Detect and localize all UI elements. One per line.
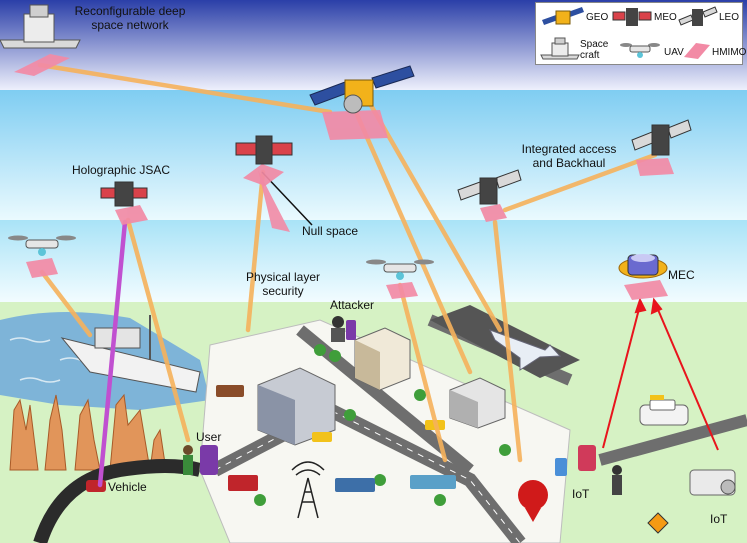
mec-server xyxy=(618,254,668,279)
label-attacker: Attacker xyxy=(330,298,375,312)
null-space-cone xyxy=(258,170,290,232)
label-physical-layer-security: Physical layer security xyxy=(245,270,321,298)
hmimo-surfaces xyxy=(14,54,674,300)
leo-satellites xyxy=(457,119,692,205)
legend-meo-label: MEO xyxy=(654,12,677,23)
label-null-space: Null space xyxy=(302,224,359,238)
legend-hmimo-icon xyxy=(684,43,710,59)
legend-geo-icon xyxy=(542,7,584,25)
label-iot-left: IoT xyxy=(572,487,590,501)
people xyxy=(183,316,622,495)
mec-links xyxy=(602,297,719,451)
road-right xyxy=(598,414,747,466)
legend-uav-label: UAV xyxy=(664,47,684,58)
label-vehicle: Vehicle xyxy=(108,480,147,494)
legend-uav-icon xyxy=(620,43,660,58)
label-holographic-jsac: Holographic JSAC xyxy=(72,163,171,177)
legend-leo-label: LEO xyxy=(719,12,740,23)
road-vehicle xyxy=(33,459,202,543)
legend-geo-label: GEO xyxy=(586,12,609,23)
ship xyxy=(60,315,201,393)
deep-space-station xyxy=(0,4,81,49)
vehicle-car xyxy=(86,480,106,492)
legend-spacecraft-label: Space craft xyxy=(580,39,609,61)
jsac-beam xyxy=(97,219,128,488)
label-user: User xyxy=(196,430,222,444)
cell-tower xyxy=(291,461,325,519)
legend: GEO MEO LEO Space craft UAV HMIMO xyxy=(535,2,747,65)
balloon xyxy=(518,480,548,522)
iot-devices xyxy=(555,395,736,534)
uavs xyxy=(8,235,434,280)
legend-leo-icon xyxy=(678,6,718,26)
label-integrated-access: Integrated access and Backhaul xyxy=(521,142,617,170)
legend-meo-icon xyxy=(612,8,652,26)
legend-hmimo-label: HMIMO xyxy=(712,47,747,58)
label-iot-right: IoT xyxy=(710,512,728,526)
legend-spacecraft-icon xyxy=(540,37,580,60)
label-mec: MEC xyxy=(668,268,695,282)
meo-satellites xyxy=(100,135,293,207)
geo-satellite xyxy=(309,65,415,114)
beams xyxy=(37,62,658,463)
label-deep-space: Reconfigurable deep space network xyxy=(74,4,186,32)
mountains xyxy=(9,393,167,471)
